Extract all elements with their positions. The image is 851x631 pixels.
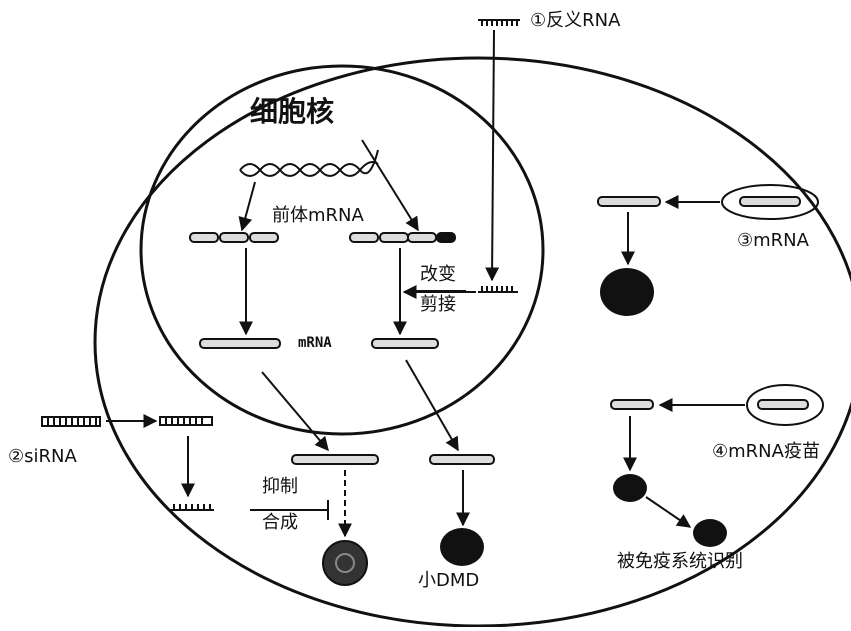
cytoplasm-mrna-right: [429, 454, 495, 465]
vaccine-mrna-delivered: [610, 399, 654, 410]
small-dmd-blob-icon: [440, 528, 484, 566]
antigen-blob-moved-icon: [693, 519, 727, 547]
mrna-label: mRNA: [298, 335, 332, 351]
splice-label: 剪接: [420, 294, 456, 315]
method-1-number: ①: [530, 10, 547, 31]
method-1-text: 反义RNA: [546, 10, 621, 31]
method-2-number: ②: [8, 446, 25, 467]
method-4-text: mRNA疫苗: [728, 441, 820, 462]
alter-label: 改变: [420, 264, 456, 285]
method-4-label: ④mRNA疫苗: [712, 443, 820, 461]
inhibit-label: 抑制: [262, 476, 298, 497]
vaccine-capsule-icon: [746, 384, 824, 426]
sirna-icon: [41, 416, 101, 427]
dna-helix-icon: [239, 149, 379, 177]
method-2-text: siRNA: [24, 446, 77, 467]
method-3-text: mRNA: [753, 230, 809, 251]
protein-blob-icon: [600, 268, 654, 316]
antigen-blob-icon: [613, 474, 647, 502]
sirna-cytoplasm-icon: [159, 416, 213, 426]
method-3-number: ③: [737, 230, 754, 251]
inhibited-protein-icon: [322, 540, 368, 586]
immune-recognition-label: 被免疫系统识别: [617, 551, 743, 572]
antisense-rna-bound-icon: [478, 286, 518, 293]
mrna-inside-capsule: [739, 196, 801, 207]
method-4-number: ④: [712, 441, 729, 462]
mrna-delivered: [597, 196, 661, 207]
pathway-arrows: [106, 29, 745, 528]
method-1-label: ①反义RNA: [530, 12, 620, 30]
pre-mrna-left: [189, 232, 279, 243]
nucleus-label: 细胞核: [250, 95, 335, 128]
inhibit-bar: [250, 500, 329, 520]
sirna-single-icon: [170, 504, 214, 511]
method-2-label: ②siRNA: [8, 448, 77, 466]
synthesis-label: 合成: [262, 512, 298, 533]
mrna-normal: [199, 338, 281, 349]
cytoplasm-mrna-left: [291, 454, 379, 465]
cell-membrane: [93, 56, 851, 628]
nucleus-membrane: [139, 64, 545, 436]
small-dmd-label: 小DMD: [418, 570, 480, 591]
pre-mrna-label: 前体mRNA: [272, 205, 364, 226]
mrna-altered: [371, 338, 439, 349]
pre-mrna-right: [349, 232, 456, 243]
mrna-inside-vaccine: [757, 399, 809, 410]
mrna-capsule-icon: [721, 184, 819, 220]
method-3-label: ③mRNA: [737, 232, 809, 250]
antisense-rna-icon: [478, 19, 520, 26]
inhibited-protein-core: [335, 553, 355, 573]
